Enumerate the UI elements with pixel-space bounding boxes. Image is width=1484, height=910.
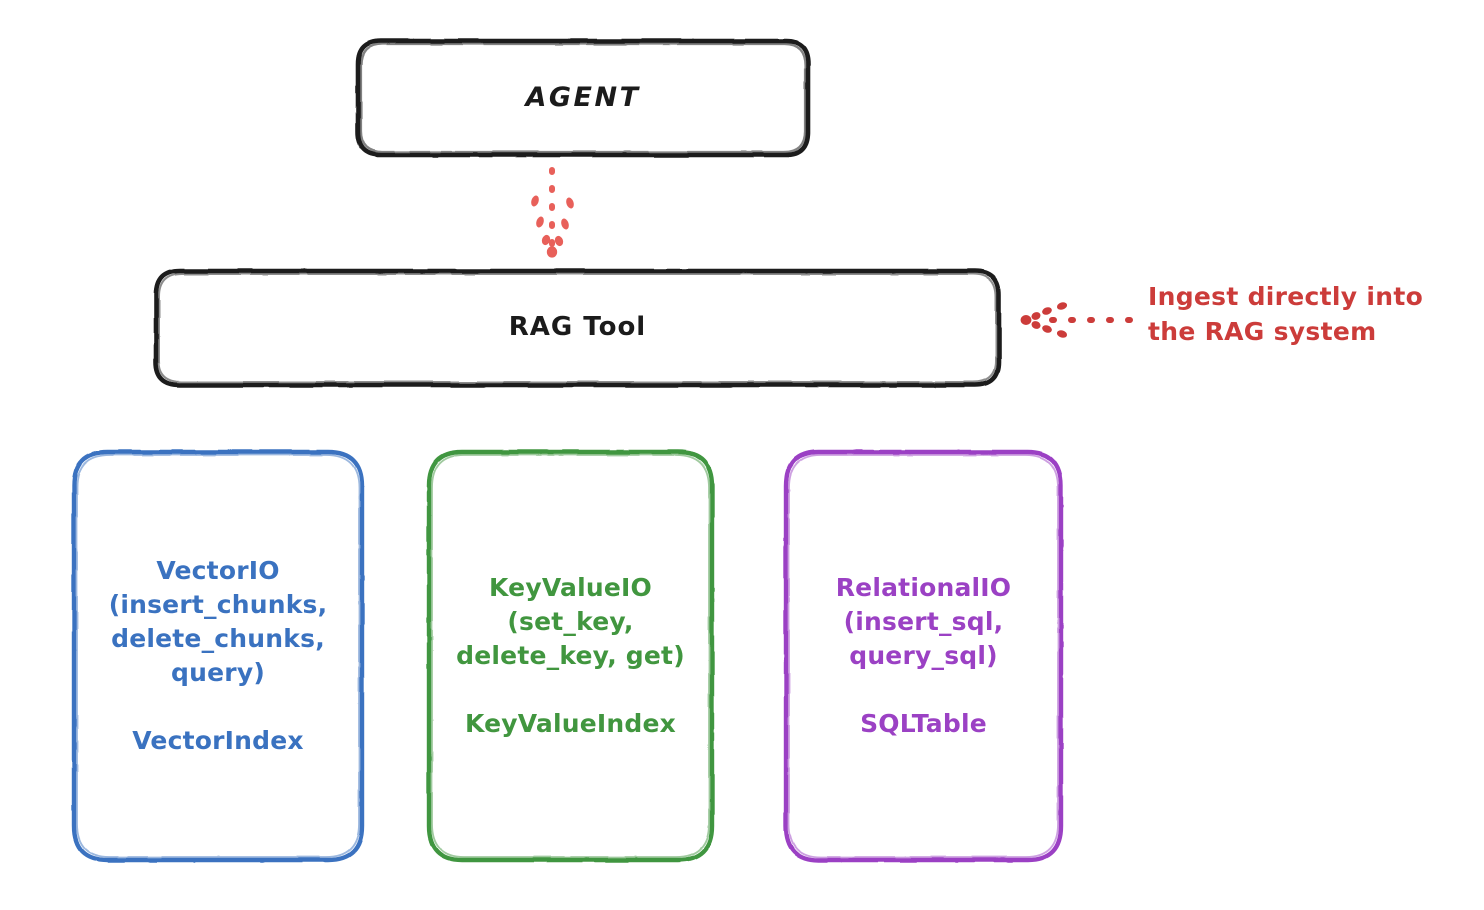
node-key-value-io-label: KeyValueIO (set_key, delete_key, get) Ke…	[456, 573, 685, 738]
rag-tool-box-outline	[153, 268, 1002, 388]
node-key-value-io[interactable]: KeyValueIO (set_key, delete_key, get) Ke…	[428, 450, 713, 862]
node-agent-label: AGENT	[525, 82, 641, 114]
agent-to-rag-tool-arrow	[531, 167, 574, 258]
ingest-arrow	[1020, 302, 1135, 338]
node-vector-io-label: VectorIO (insert_chunks, delete_chunks, …	[108, 556, 328, 755]
node-rag-tool[interactable]: RAG Tool	[155, 270, 1000, 386]
node-vector-io[interactable]: VectorIO (insert_chunks, delete_chunks, …	[72, 450, 364, 862]
vector-io-box-outline	[71, 449, 365, 863]
node-agent[interactable]: AGENT	[357, 40, 809, 156]
node-relational-io[interactable]: RelationalIO (insert_sql, query_sql) SQL…	[785, 450, 1062, 862]
annotation-ingest-text: Ingest directly into the RAG system	[1148, 282, 1424, 346]
node-rag-tool-label: RAG Tool	[508, 312, 647, 343]
key-value-io-box-outline	[426, 449, 715, 863]
node-relational-io-label: RelationalIO (insert_sql, query_sql) SQL…	[835, 573, 1012, 738]
relational-io-box-outline	[783, 449, 1064, 863]
agent-box-outline	[355, 38, 811, 158]
